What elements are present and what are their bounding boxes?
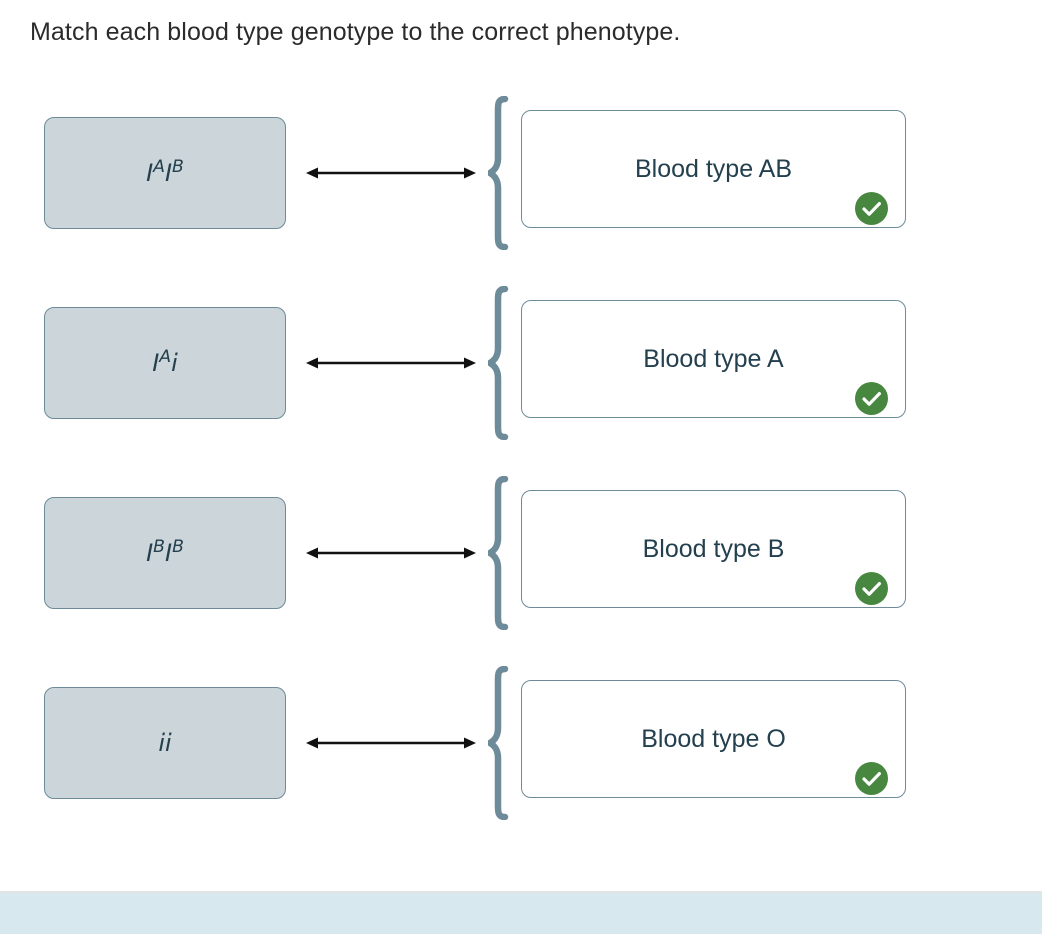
curly-brace-icon [488,666,509,820]
genotype-label: IAIB [146,157,184,187]
match-row: IAi Blood type A [0,286,1042,476]
genotype-card[interactable]: IAi [44,307,286,419]
double-headed-arrow-icon [306,737,476,749]
page-title: Match each blood type genotype to the co… [30,18,681,46]
double-headed-arrow-icon [306,167,476,179]
matching-exercise: IAIB Blood type AB IAi Blood type A IBIB… [0,96,1042,856]
match-row: IBIB Blood type B [0,476,1042,666]
check-circle-icon [855,382,888,415]
genotype-card[interactable]: IBIB [44,497,286,609]
check-circle-icon [855,572,888,605]
phenotype-card[interactable]: Blood type O [521,680,906,798]
phenotype-card[interactable]: Blood type B [521,490,906,608]
curly-brace-icon [488,286,509,440]
genotype-card[interactable]: IAIB [44,117,286,229]
phenotype-label: Blood type AB [634,154,793,183]
match-row: IAIB Blood type AB [0,96,1042,286]
genotype-label: ii [158,729,172,757]
phenotype-label: Blood type B [642,534,785,563]
genotype-label: IBIB [146,537,184,567]
curly-brace-icon [488,476,509,630]
genotype-card[interactable]: ii [44,687,286,799]
match-row: ii Blood type O [0,666,1042,856]
curly-brace-icon [488,96,509,250]
phenotype-card[interactable]: Blood type AB [521,110,906,228]
check-circle-icon [855,762,888,795]
phenotype-card[interactable]: Blood type A [521,300,906,418]
phenotype-label: Blood type O [641,724,786,753]
footer-strip [0,891,1042,934]
double-headed-arrow-icon [306,547,476,559]
check-circle-icon [855,192,888,225]
double-headed-arrow-icon [306,357,476,369]
genotype-label: IAi [152,347,178,377]
phenotype-label: Blood type A [643,344,784,373]
